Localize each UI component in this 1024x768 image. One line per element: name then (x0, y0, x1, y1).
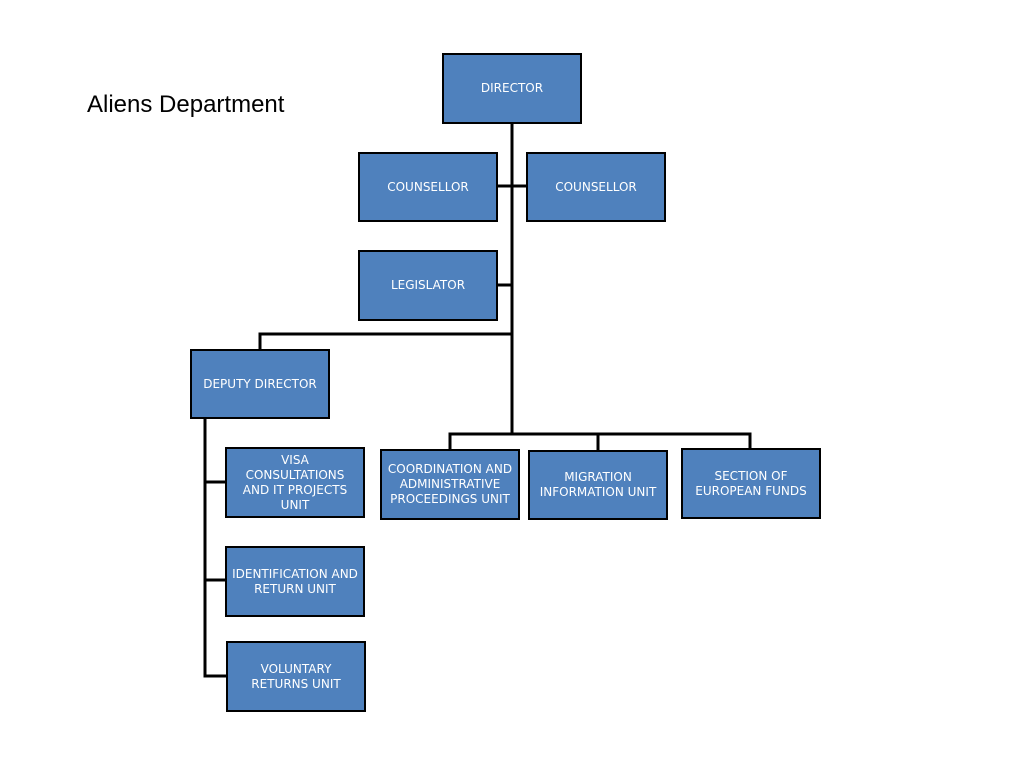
deputy-director-box: DEPUTY DIRECTOR (190, 349, 330, 419)
identification-unit-label: IDENTIFICATION AND RETURN UNIT (232, 566, 358, 596)
counsellor-left-box: COUNSELLOR (358, 152, 498, 222)
counsellor-right-box: COUNSELLOR (526, 152, 666, 222)
legislator-label: LEGISLATOR (390, 278, 466, 292)
voluntary-unit-box: VOLUNTARY RETURNS UNIT (226, 641, 366, 712)
visa-unit-box: VISA CONSULTATIONS AND IT PROJECTS UNIT (225, 447, 365, 518)
visa-unit-label: VISA CONSULTATIONS AND IT PROJECTS UNIT (242, 452, 348, 512)
european-funds-section-box: SECTION OF EUROPEAN FUNDS (681, 448, 821, 519)
director-label: DIRECTOR (480, 81, 544, 95)
voluntary-unit-label: VOLUNTARY RETURNS UNIT (251, 661, 341, 691)
identification-unit-box: IDENTIFICATION AND RETURN UNIT (225, 546, 365, 617)
coordination-unit-label: COORDINATION AND ADMINISTRATIVE PROCEEDI… (387, 462, 513, 506)
page-title: Aliens Department (87, 91, 285, 118)
migration-unit-box: MIGRATION INFORMATION UNIT (528, 450, 668, 520)
counsellor-left-label: COUNSELLOR (387, 179, 469, 194)
european-funds-section-label: SECTION OF EUROPEAN FUNDS (695, 468, 807, 498)
counsellor-right-label: COUNSELLOR (555, 179, 637, 194)
legislator-box: LEGISLATOR (358, 250, 498, 321)
migration-unit-label: MIGRATION INFORMATION UNIT (539, 470, 657, 499)
coordination-unit-box: COORDINATION AND ADMINISTRATIVE PROCEEDI… (380, 449, 520, 520)
deputy-director-label: DEPUTY DIRECTOR (203, 376, 317, 391)
director-box: DIRECTOR (442, 53, 582, 124)
